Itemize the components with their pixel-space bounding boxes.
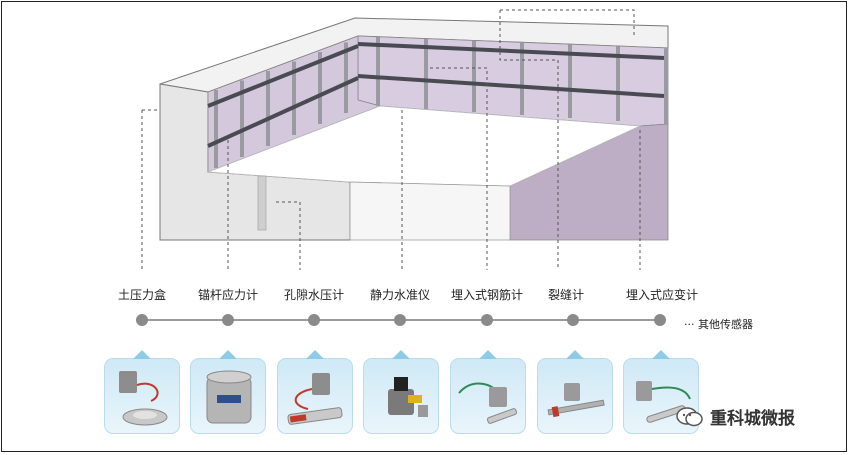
watermark-text: 重科城微报	[710, 409, 795, 429]
rebar-meter-icon	[458, 382, 518, 424]
sensor-card-pore-pressure	[277, 350, 353, 434]
timeline-node-2	[308, 314, 320, 326]
timeline-node-0	[136, 314, 148, 326]
watermark: 重科城微报	[676, 404, 795, 429]
crack-meter-icon	[547, 383, 605, 418]
sensor-label-5: 裂缝计	[547, 288, 585, 302]
sensor-label-2: 孔隙水压计	[283, 288, 345, 302]
waling-beam-upper-back	[357, 42, 665, 60]
pit-column	[257, 175, 267, 231]
pit-front-face	[349, 181, 511, 241]
waling-beam-lower-back	[357, 74, 665, 98]
sensor-card-crack-meter	[537, 350, 613, 434]
sensor-card-embedded-strain	[623, 350, 699, 434]
piezometer-icon	[287, 373, 343, 425]
timeline-node-5	[567, 314, 579, 326]
sensor-label-0: 土压力盒	[117, 288, 167, 302]
other-sensors-label: ··· 其他传感器	[684, 318, 753, 331]
strain-gauge-icon	[636, 381, 691, 423]
waling-beam-lower-left	[207, 76, 359, 148]
wechat-icon	[676, 406, 703, 426]
anchor-stress-meter-icon	[206, 370, 252, 424]
sensor-label-3: 静力水准仪	[369, 288, 431, 302]
pit-floor	[207, 105, 642, 187]
timeline-node-6	[654, 314, 666, 326]
leader-earth-pressure	[141, 109, 160, 270]
leader-rebar	[430, 67, 488, 270]
leader-crack	[499, 9, 635, 270]
timeline-node-3	[394, 314, 406, 326]
earth-pressure-cell-icon	[119, 371, 168, 426]
timeline-node-4	[481, 314, 493, 326]
sensor-label-6: 埋入式应变计	[625, 288, 699, 302]
hydrostatic-level-icon	[388, 377, 428, 417]
sensor-card-earth-pressure	[104, 350, 180, 434]
leader-pore-pressure	[276, 201, 301, 270]
sensor-card-embedded-rebar	[450, 350, 526, 434]
sensor-card-hydrostatic-level	[363, 350, 439, 434]
sensor-card-anchor-stress	[190, 350, 266, 434]
sensor-label-4: 埋入式钢筋计	[450, 288, 524, 302]
sensor-label-1: 锚杆应力计	[197, 288, 259, 302]
waling-beam-upper-left	[207, 44, 359, 108]
timeline-node-1	[222, 314, 234, 326]
